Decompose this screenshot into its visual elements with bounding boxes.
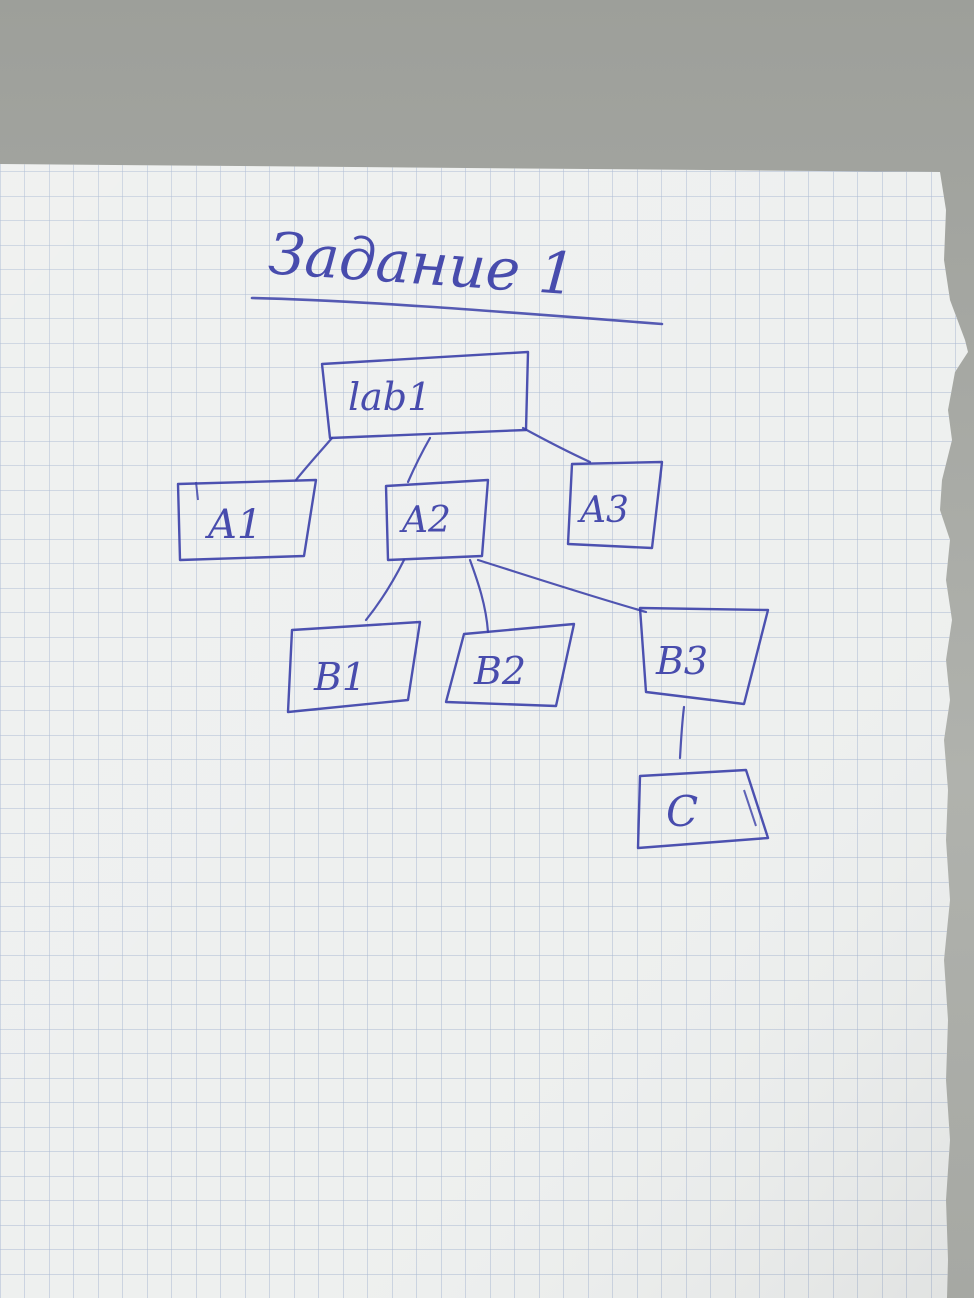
node-C-label: C	[666, 787, 698, 836]
edge-A2-B1	[364, 558, 406, 622]
edge-B3-C	[678, 705, 686, 760]
node-lab1-label: lab1	[348, 375, 431, 419]
node-B1-label: B1	[313, 655, 366, 699]
node-B3: B3	[638, 606, 770, 706]
node-B3-label: B3	[655, 639, 708, 683]
connectors	[294, 426, 686, 760]
title-underline	[250, 296, 664, 326]
edge-lab1-A1	[294, 436, 334, 482]
paper-sheet	[0, 164, 968, 1298]
node-A2-label: A2	[399, 500, 451, 541]
edge-lab1-A3	[521, 426, 592, 464]
edge-A2-B2	[468, 558, 490, 634]
node-A1: A1	[176, 478, 318, 562]
edge-A2-B3	[476, 558, 648, 614]
node-B2: B2	[444, 622, 576, 708]
node-B1: B1	[286, 620, 422, 714]
node-C: C	[636, 768, 770, 850]
node-A3-label: A3	[577, 490, 629, 531]
node-B2-label: B2	[473, 649, 526, 693]
edge-lab1-A2	[406, 436, 432, 484]
node-lab1: lab1	[320, 350, 530, 440]
node-A3: A3	[566, 460, 664, 550]
node-A1-label: A1	[204, 502, 262, 548]
node-A2: A2	[384, 478, 490, 562]
